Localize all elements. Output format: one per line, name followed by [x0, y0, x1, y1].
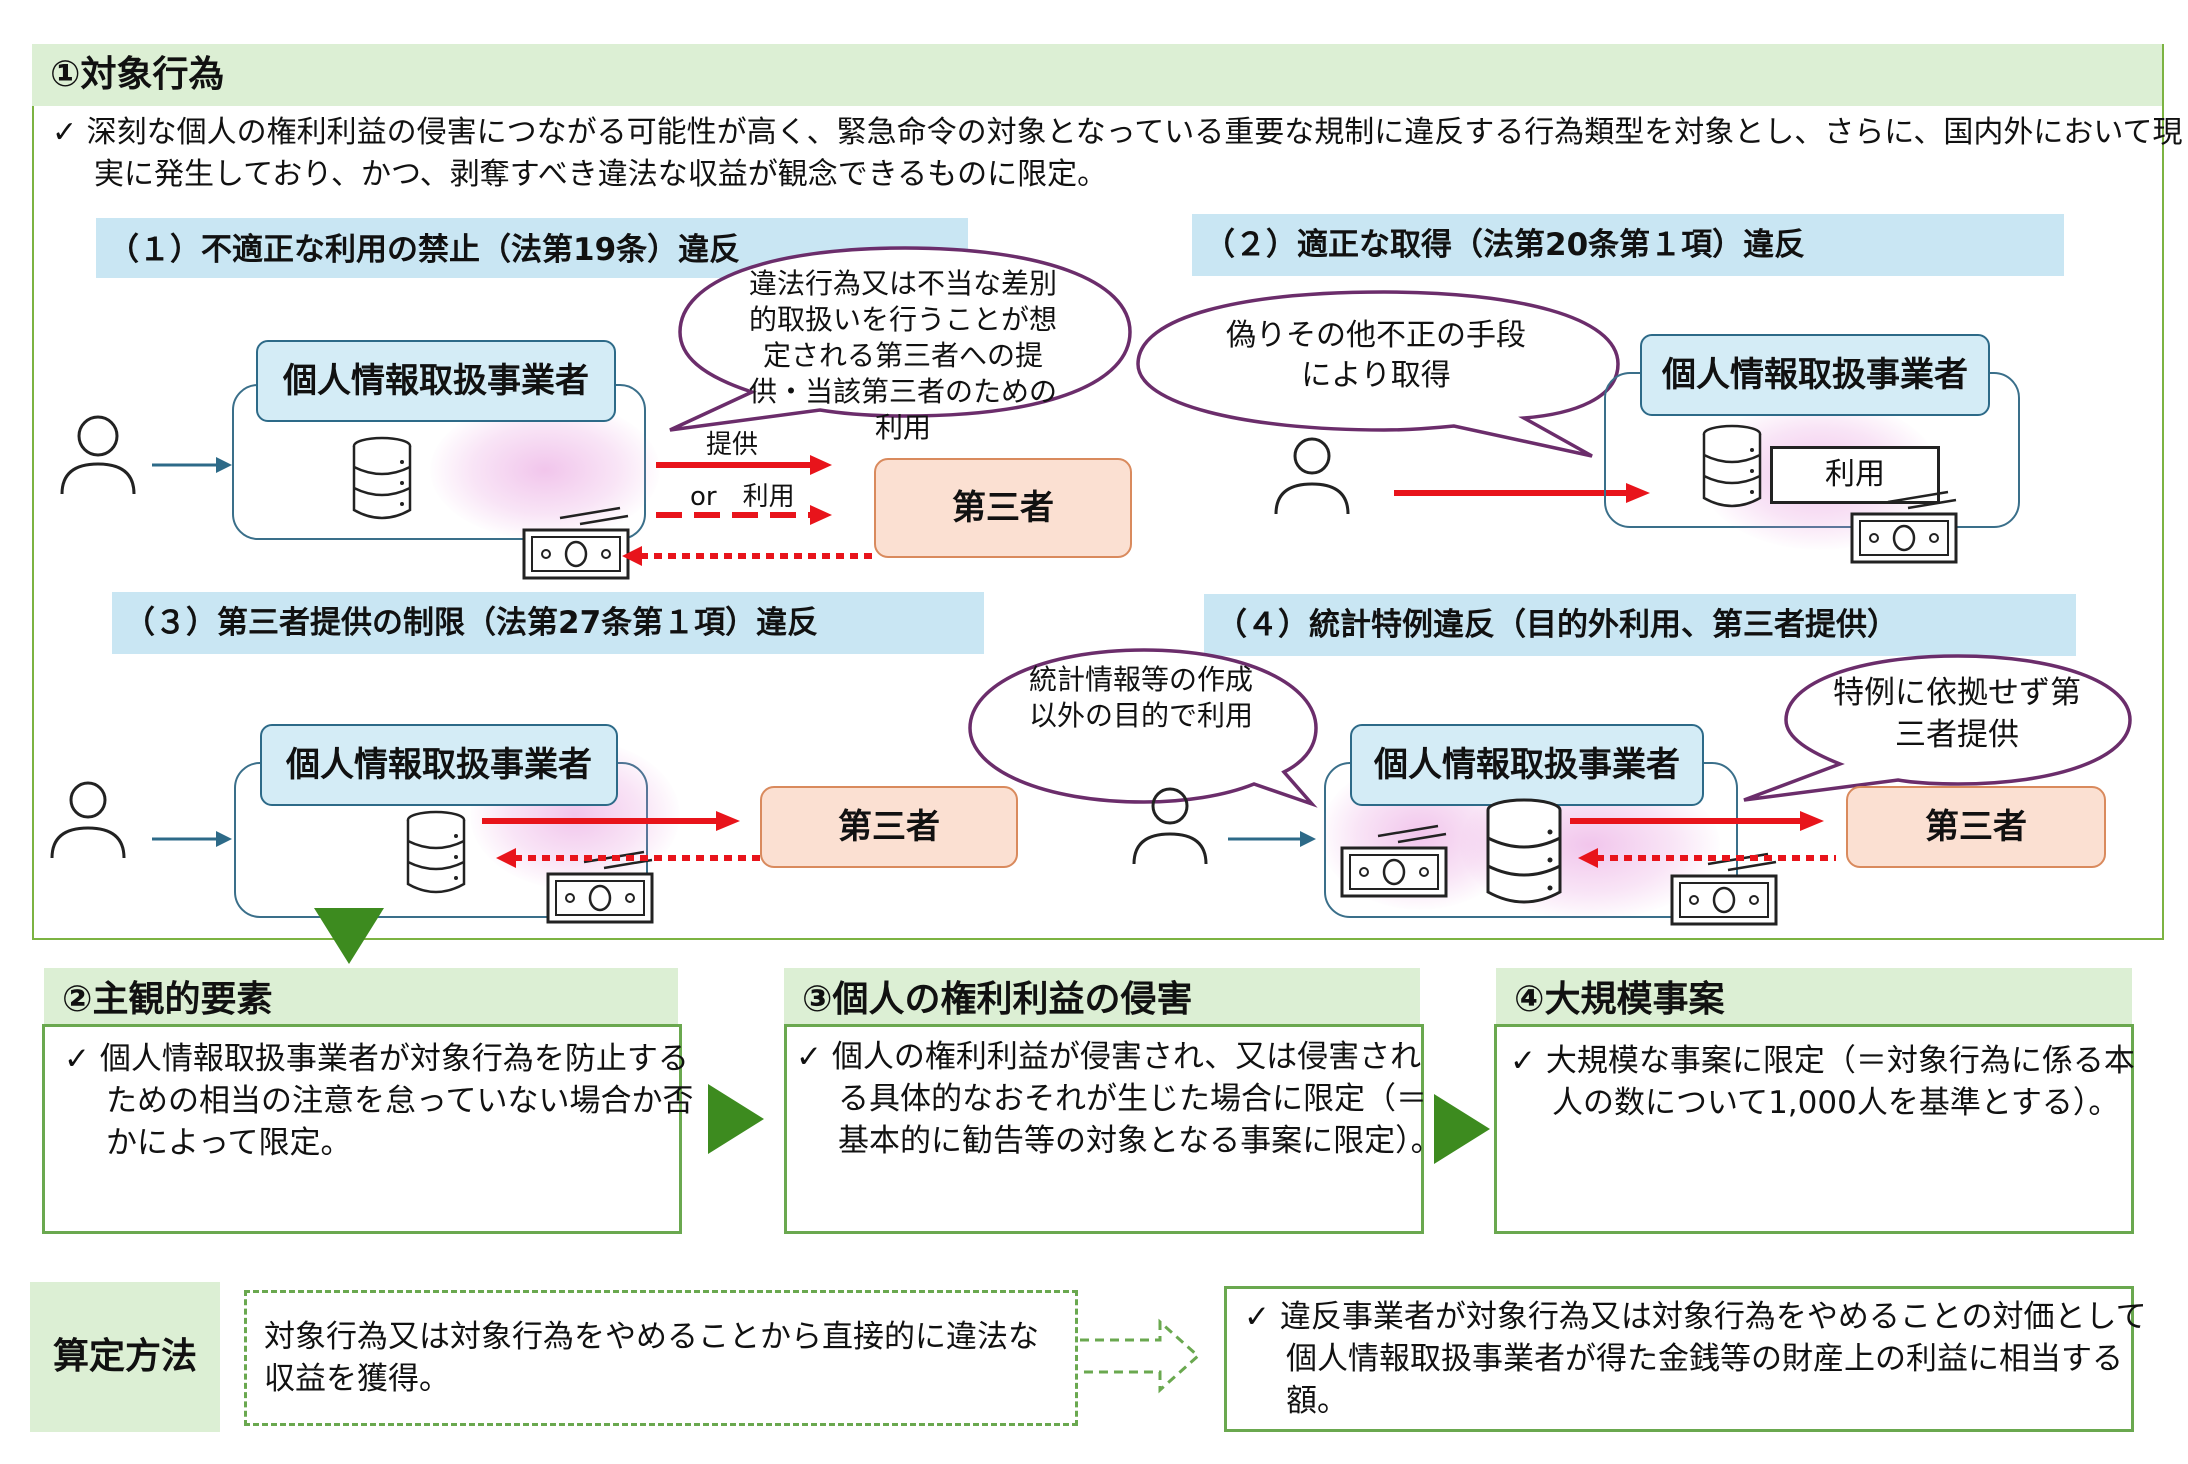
case2-title: （２）適正な取得（法第20条第１項）違反	[1192, 214, 2064, 276]
database-icon	[1486, 798, 1562, 904]
money-icon	[1670, 852, 1778, 926]
arrow-to-entity-icon	[152, 831, 232, 847]
section1-intro: ✓ 深刻な個人の権利利益の侵害につながる可能性が高く、緊急命令の対象となっている…	[52, 115, 2183, 192]
right-arrow-icon	[708, 1084, 764, 1154]
section1-title: ①対象行為	[32, 44, 2162, 106]
money-icon	[1340, 824, 1448, 898]
case4-third-party: 第三者	[1846, 786, 2106, 868]
money-icon	[1850, 490, 1958, 564]
or-use-label: or 利用	[690, 482, 795, 512]
provide-label: 提供	[706, 430, 759, 460]
case2-bubble	[1136, 290, 1620, 458]
section2-box	[42, 1024, 682, 1234]
person-icon	[1274, 437, 1350, 515]
person-icon	[60, 415, 136, 495]
case1-entity-title: 個人情報取扱事業者	[256, 340, 616, 422]
section3-box	[784, 1024, 1424, 1234]
right-arrow-icon	[1434, 1094, 1490, 1164]
case3-third-party: 第三者	[760, 786, 1018, 868]
money-return-arrow	[1578, 848, 1836, 868]
arrow-to-entity-icon	[1228, 831, 1316, 847]
calc-left-text: 対象行為又は対象行為をやめることから直接的に違法な収益を獲得。	[264, 1319, 1039, 1397]
provide-arrow	[482, 811, 740, 831]
case2-bubble-text: 偽りその他不正の手段により取得	[1226, 318, 1526, 393]
money-return-arrow	[622, 546, 872, 566]
provide-arrow	[656, 455, 832, 475]
calc-left-box	[244, 1290, 1078, 1426]
section2-body: ✓ 個人情報取扱事業者が対象行為を防止するための相当の注意を怠っていない場合か否…	[64, 1041, 694, 1161]
calc-label: 算定方法	[30, 1282, 220, 1432]
database-icon	[406, 810, 466, 894]
case3-title: （３）第三者提供の制限（法第27条第１項）違反	[112, 592, 984, 654]
database-icon	[352, 436, 412, 520]
person-icon	[1132, 787, 1208, 865]
use-arrow	[656, 505, 832, 525]
case1-bubble-text: 違法行為又は不当な差別的取扱いを行うことが想定される第三者への提供・当該第三者の…	[748, 267, 1057, 444]
calc-arrow-icon	[1080, 1318, 1201, 1394]
case2-entity-title: 個人情報取扱事業者	[1640, 334, 1990, 416]
section4-box	[1494, 1024, 2134, 1234]
person-icon	[50, 781, 126, 859]
case3-entity-title: 個人情報取扱事業者	[260, 724, 618, 806]
money-return-arrow	[496, 848, 760, 868]
section3-title: ③個人の権利利益の侵害	[784, 968, 1420, 1026]
case1-bubble	[669, 246, 1132, 432]
section4-body: ✓ 大規模な事案に限定（＝対象行為に係る本人の数について1,000人を基準とする…	[1510, 1043, 2135, 1121]
case4-bubble-right-text: 特例に依拠せず第三者提供	[1833, 675, 2081, 753]
section3-body: ✓ 個人の権利利益が侵害され、又は侵害される具体的なおそれが生じた場合に限定（＝…	[796, 1039, 1442, 1159]
acquire-arrow	[1394, 483, 1650, 503]
case4-bubble-right	[1743, 654, 2132, 802]
section2-title: ②主観的要素	[44, 968, 678, 1026]
case1-third-party: 第三者	[874, 458, 1132, 558]
case2-use-label: 利用	[1770, 446, 1940, 504]
provide-arrow	[1570, 811, 1824, 831]
calc-right-text: ✓ 違反事業者が対象行為又は対象行為をやめることの対価として個人情報取扱事業者が…	[1244, 1299, 2147, 1419]
case4-title: （４）統計特例違反（目的外利用、第三者提供）	[1204, 594, 2076, 656]
down-arrow-icon	[314, 908, 384, 964]
case4-entity-title: 個人情報取扱事業者	[1350, 724, 1704, 806]
money-icon	[522, 506, 630, 580]
calc-right-box	[1224, 1286, 2134, 1432]
arrow-to-entity-icon	[152, 457, 232, 473]
case4-bubble-left-text: 統計情報等の作成以外の目的で利用	[1028, 663, 1253, 732]
database-icon	[1702, 424, 1762, 508]
case4-bubble-left	[968, 648, 1318, 808]
section4-title: ④大規模事案	[1496, 968, 2132, 1026]
